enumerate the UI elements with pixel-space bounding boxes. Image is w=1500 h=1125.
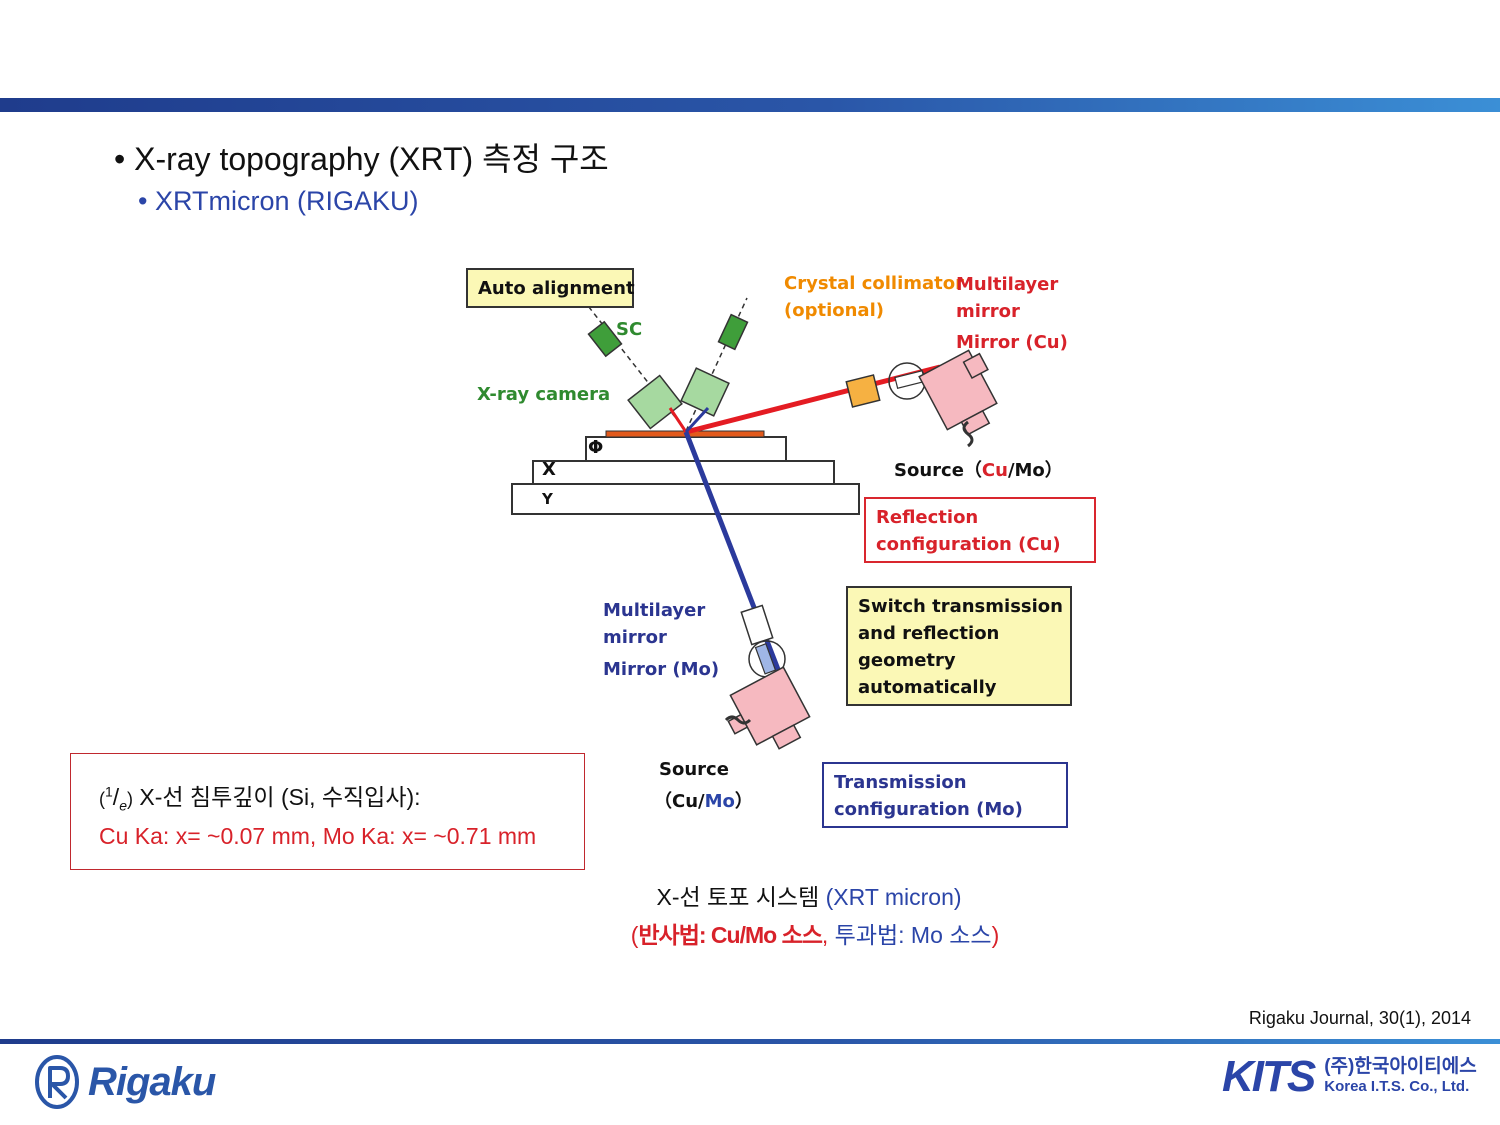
penetration-line-1: (1/e) X-선 침투깊이 (Si, 수직입사): [99,783,421,814]
multilayer-mirror-bottom-housing [740,604,774,646]
sc-label: SC [616,319,643,340]
sc-detector [587,320,623,358]
xray-camera-label: X-ray camera [477,384,611,405]
stage-x-label: X [542,459,556,480]
kits-logo: KITS (주)한국아이티에스 Korea I.T.S. Co., Ltd. [1222,1052,1477,1102]
crystal-collimator [845,374,881,408]
source-bottom [727,666,811,750]
switch-label-4: automatically [858,677,997,698]
stage-x [532,460,835,485]
footer-bar [0,1039,1500,1044]
stage-phi [585,436,787,462]
header-bar [0,98,1500,112]
multilayer-top-label-2: mirror [956,301,1020,322]
multilayer-bottom-label-2: mirror [603,627,667,648]
mirror-mo-label: Mirror (Mo) [603,659,720,680]
switch-label-1: Switch transmission [858,596,1063,617]
source-top-label: Source（Cu/Mo） [894,460,1063,481]
switch-label-2: and reflection [858,623,1000,644]
camera-detector-top [717,313,749,351]
source-bottom-label-2: （Cu/Mo） [654,791,753,812]
xray-camera-left [627,374,683,430]
stage-y [511,483,860,515]
transmission-config-box: Transmission configuration (Mo) [822,762,1068,828]
stage-y-label: Y [542,490,553,508]
reflection-label-1: Reflection [876,507,979,528]
mirror-cu-label: Mirror (Cu) [956,332,1068,353]
switch-geometry-box: Switch transmission and reflection geome… [846,586,1072,706]
xrt-diagram: Auto alignment SC X-ray camera Crystal c… [440,250,1120,850]
kits-korean-name: (주)한국아이티에스 [1324,1056,1477,1077]
reflection-label-2: configuration (Cu) [876,534,1061,555]
kits-logo-text: KITS [1222,1052,1316,1101]
multilayer-top-label-1: Multilayer [956,274,1059,295]
stage-phi-label: Φ [588,437,604,458]
transmission-incident-beam [683,431,789,691]
source-top [918,349,998,436]
reflection-diffracted-beam [668,407,688,433]
transmission-diffracted-beam [684,406,710,434]
auto-alignment-box: Auto alignment [466,268,635,308]
figure-caption-line-1: X-선 토포 시스템 (XRT micron) [656,884,962,910]
rigaku-logo: Rigaku [34,1052,216,1112]
slide-title: • X-ray topography (XRT) 측정 구조 [114,141,609,177]
transmission-label-1: Transmission [834,772,967,793]
multilayer-bottom-label-1: Multilayer [603,600,706,621]
multilayer-mirror-bottom [754,643,777,675]
rigaku-logo-text: Rigaku [88,1059,216,1104]
xray-camera-right [680,367,730,417]
reflection-config-box: Reflection configuration (Cu) [864,497,1096,563]
penetration-line-2: Cu Ka: x= ~0.07 mm, Mo Ka: x= ~0.71 mm [99,823,537,849]
penetration-depth-box: (1/e) X-선 침투깊이 (Si, 수직입사): Cu Ka: x= ~0.… [70,753,585,870]
crystal-collimator-label-2: (optional) [784,300,884,321]
figure-caption-line-2: (반사법: Cu/Mo 소스, 투과법: Mo 소스) [630,922,1000,948]
kits-company-name: (주)한국아이티에스 Korea I.T.S. Co., Ltd. [1324,1057,1477,1097]
switch-label-3: geometry [858,650,956,671]
kits-english-name: Korea I.T.S. Co., Ltd. [1324,1078,1470,1095]
slide-subtitle: • XRTmicron (RIGAKU) [138,186,419,216]
source-bottom-label-1: Source [659,759,729,780]
source-bottom-cable [724,715,752,725]
crystal-collimator-label-1: Crystal collimator [784,273,965,294]
diagram-graphics [511,297,998,750]
source-top-cable [962,420,974,448]
rigaku-emblem-icon [35,1055,79,1109]
reference-citation: Rigaku Journal, 30(1), 2014 [1248,1008,1471,1028]
transmission-label-2: configuration (Mo) [834,799,1023,820]
auto-alignment-label: Auto alignment [478,278,635,299]
